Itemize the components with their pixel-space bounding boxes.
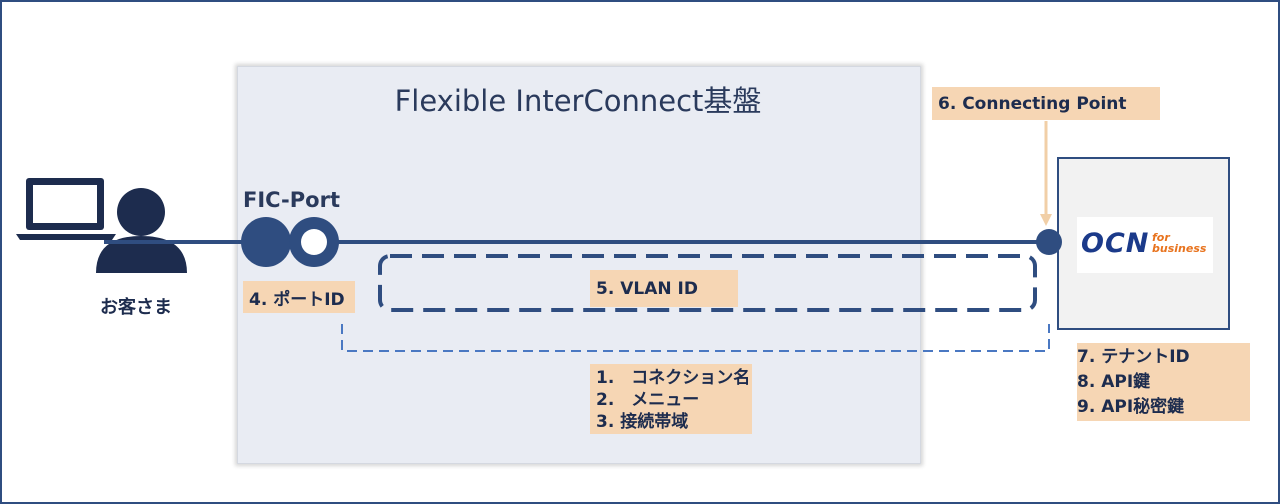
connecting-point-dot	[1036, 229, 1062, 255]
ocn-logo-text: OCN	[1081, 228, 1150, 259]
platform-title: Flexible InterConnect基盤	[394, 84, 762, 118]
fic-port-icon	[241, 217, 339, 267]
ocn-logo-icon	[1077, 217, 1213, 273]
connection-item: 1. コネクション名	[596, 368, 751, 388]
tenant-item: 7. テナントID	[1077, 347, 1190, 367]
port-id-label: 4. ポートID	[243, 281, 355, 313]
connecting-point-arrow	[1040, 121, 1052, 226]
connection-dashed-bracket	[341, 324, 1050, 352]
ocn-logo-sub-line1: for	[1152, 231, 1170, 244]
tenant-info-label: 7. テナントID 8. API鍵 9. API秘密鍵	[1077, 343, 1250, 421]
customer-label: お客さま	[100, 297, 172, 318]
connecting-point-label: 6. Connecting Point	[932, 87, 1160, 120]
connection-item: 2. メニュー	[596, 390, 700, 410]
connection-item: 3. 接続帯域	[596, 412, 689, 432]
laptop-icon	[16, 178, 116, 240]
fic-platform-box	[237, 66, 921, 464]
tenant-item: 8. API鍵	[1077, 372, 1151, 392]
ocn-logo-subtext: for business	[1152, 232, 1206, 254]
tenant-item: 9. API秘密鍵	[1077, 397, 1185, 417]
connection-info-label: 1. コネクション名 2. メニュー 3. 接続帯域	[590, 364, 752, 434]
person-icon	[96, 188, 187, 273]
vlan-id-label: 5. VLAN ID	[590, 270, 738, 307]
ocn-logo-sub-line2: business	[1152, 242, 1207, 255]
fic-port-label: FIC-Port	[243, 188, 340, 212]
